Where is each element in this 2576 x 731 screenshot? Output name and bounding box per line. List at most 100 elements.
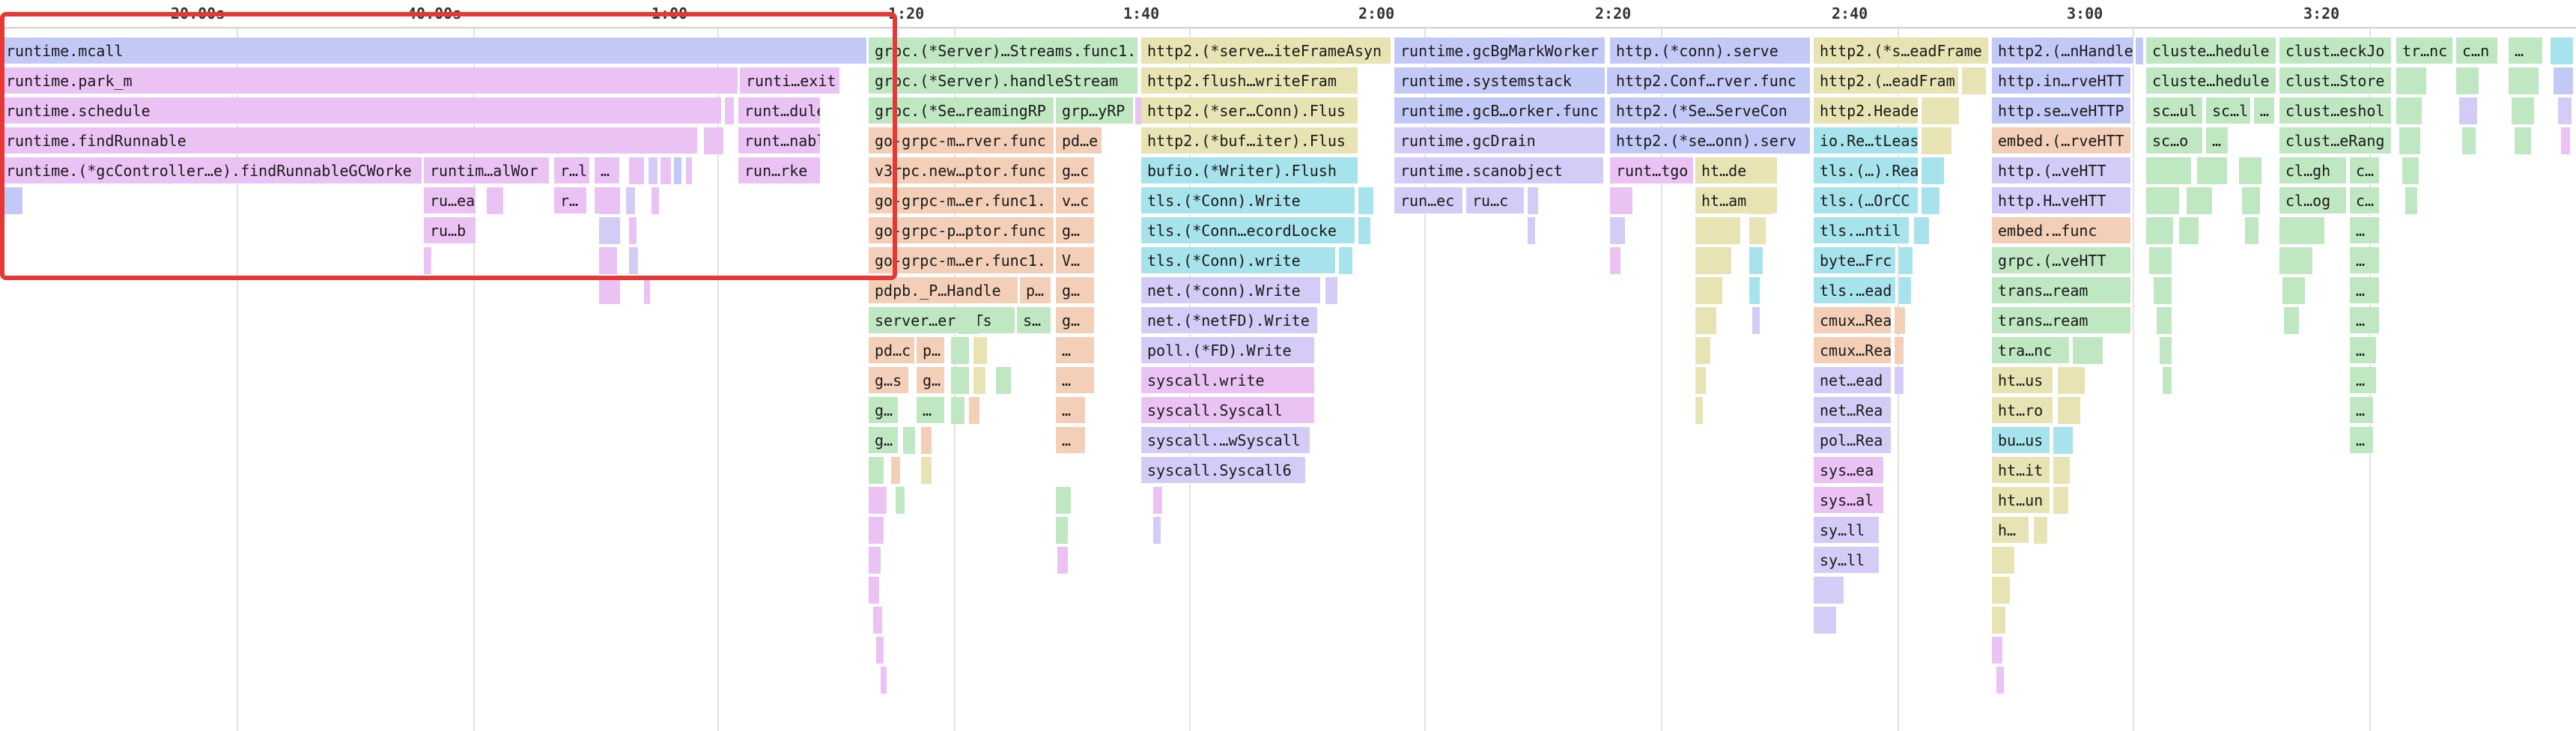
flame-frame[interactable]: h… — [1992, 517, 2029, 544]
flame-frame[interactable]: p… — [1020, 277, 1051, 304]
flame-sliver[interactable] — [1992, 607, 2005, 634]
flame-frame[interactable]: c… — [2350, 187, 2380, 214]
flame-frame[interactable]: runtime.mcall — [0, 37, 867, 64]
flame-sliver[interactable] — [2053, 427, 2073, 454]
flame-frame[interactable]: runtime.gcBgMarkWorker — [1394, 37, 1606, 64]
flame-sliver[interactable] — [1814, 607, 1836, 634]
flame-sliver[interactable] — [1153, 517, 1161, 544]
flame-frame[interactable]: http2.Heade — [1814, 97, 1919, 124]
flame-sliver[interactable] — [686, 157, 692, 184]
flame-frame[interactable]: byte…Frc — [1814, 247, 1896, 274]
flame-frame[interactable]: … — [2350, 397, 2374, 424]
flame-sliver[interactable] — [2551, 37, 2573, 64]
flame-frame[interactable]: runtime.park_m — [0, 67, 738, 94]
flame-sliver[interactable] — [1914, 217, 1929, 244]
flame-frame[interactable]: grpc.(*Server).handleStream — [869, 67, 1138, 94]
flame-sliver[interactable] — [869, 517, 884, 544]
flame-frame[interactable]: … — [2350, 277, 2380, 304]
flame-sliver[interactable] — [2136, 37, 2143, 64]
flame-sliver[interactable] — [599, 187, 620, 214]
flame-frame[interactable]: tls.…ntil — [1814, 217, 1910, 244]
flame-frame[interactable]: … — [2509, 37, 2543, 64]
flame-sliver[interactable] — [2396, 97, 2422, 124]
flame-frame[interactable]: run…rke — [738, 157, 821, 184]
flame-frame[interactable]: http2.flush…writeFram — [1141, 67, 1358, 94]
flame-sliver[interactable] — [599, 277, 620, 304]
flame-frame[interactable]: r…l — [554, 157, 590, 184]
flame-frame[interactable]: net…ead — [1814, 367, 1892, 394]
flame-sliver[interactable] — [651, 187, 659, 214]
flame-sliver[interactable] — [1056, 517, 1068, 544]
flame-sliver[interactable] — [1899, 277, 1911, 304]
flame-frame[interactable]: ru…c — [1466, 187, 1525, 214]
flame-frame[interactable]: ht…de — [1695, 157, 1778, 184]
flame-frame[interactable]: v…c — [1056, 187, 1095, 214]
flame-frame[interactable]: net…Rea — [1814, 397, 1892, 424]
flame-sliver[interactable] — [629, 247, 638, 274]
flame-sliver[interactable] — [1057, 547, 1068, 574]
flame-frame[interactable]: … — [917, 397, 945, 424]
flame-frame[interactable]: … — [1056, 427, 1086, 454]
flame-frame[interactable]: net.(*netFD).Write — [1141, 307, 1318, 334]
flame-frame[interactable]: bu…us — [1992, 427, 2050, 454]
flame-frame[interactable]: pd…e — [1056, 127, 1102, 154]
flame-frame[interactable]: http2.Conf…rver.func — [1610, 67, 1811, 94]
flame-sliver[interactable] — [599, 217, 620, 244]
flame-frame[interactable]: g…s — [869, 367, 909, 394]
flame-sliver[interactable] — [876, 637, 884, 664]
flame-sliver[interactable] — [2034, 517, 2047, 544]
flame-frame[interactable]: … — [2254, 97, 2275, 124]
flame-frame[interactable]: tls.(…).Rea — [1814, 157, 1919, 184]
flame-sliver[interactable] — [1922, 187, 1939, 214]
flame-sliver[interactable] — [2149, 247, 2172, 274]
flame-frame[interactable]: http2.(*buf…iter).Flus — [1141, 127, 1358, 154]
flame-frame[interactable]: pol…Rea — [1814, 427, 1892, 454]
flame-frame[interactable]: tra…nc — [1992, 337, 2070, 364]
flame-frame[interactable]: bufio.(*Writer).Flush — [1141, 157, 1358, 184]
flame-frame[interactable]: http.se…veHTTP — [1992, 97, 2131, 124]
flame-frame[interactable]: ht…un — [1992, 487, 2050, 514]
flame-frame[interactable]: c…n — [2456, 37, 2498, 64]
flame-sliver[interactable] — [2405, 187, 2417, 214]
flame-sliver[interactable] — [973, 337, 987, 364]
flame-frame[interactable]: syscall.Syscall6 — [1141, 457, 1306, 484]
flame-sliver[interactable] — [725, 97, 734, 124]
flame-frame[interactable]: … — [2350, 217, 2380, 244]
flame-sliver[interactable] — [1528, 187, 1538, 214]
flame-frame[interactable]: g… — [869, 397, 899, 424]
flame-sliver[interactable] — [2053, 457, 2070, 484]
flame-sliver[interactable] — [1339, 247, 1352, 274]
flame-sliver[interactable] — [1695, 217, 1740, 244]
flame-frame[interactable]: embed.(…rveHTT — [1992, 127, 2131, 154]
flame-sliver[interactable] — [2456, 67, 2479, 94]
flame-sliver[interactable] — [2157, 307, 2172, 334]
flame-sliver[interactable] — [1695, 247, 1731, 274]
flame-sliver[interactable] — [2512, 97, 2534, 124]
flame-sliver[interactable] — [2515, 127, 2531, 154]
flame-frame[interactable]: http2.(*ser…Conn).Flus — [1141, 97, 1358, 124]
flame-sliver[interactable] — [629, 157, 644, 184]
flame-sliver[interactable] — [2399, 127, 2420, 154]
flame-sliver[interactable] — [2239, 157, 2261, 184]
flame-sliver[interactable] — [869, 457, 884, 484]
flame-frame[interactable]: embed.…func — [1992, 217, 2131, 244]
flame-sliver[interactable] — [2284, 307, 2299, 334]
flame-sliver[interactable] — [969, 397, 979, 424]
flame-sliver[interactable] — [1695, 367, 1706, 394]
flame-frame[interactable]: … — [2350, 247, 2380, 274]
flame-frame[interactable]: … — [1056, 337, 1095, 364]
flame-sliver[interactable] — [2058, 397, 2080, 424]
flame-frame[interactable]: server…er).Ts — [869, 307, 1015, 334]
flame-frame[interactable]: http2.(…nHandle — [1992, 37, 2134, 64]
flame-sliver[interactable] — [1610, 187, 1632, 214]
flame-sliver[interactable] — [951, 367, 969, 394]
flame-frame[interactable]: … — [2350, 367, 2377, 394]
flame-sliver[interactable] — [951, 397, 965, 424]
flame-sliver[interactable] — [2163, 367, 2172, 394]
flame-sliver[interactable] — [648, 157, 657, 184]
flame-sliver[interactable] — [2279, 217, 2324, 244]
flame-sliver[interactable] — [1610, 217, 1625, 244]
flame-sliver[interactable] — [629, 217, 637, 244]
flame-frame[interactable]: p… — [917, 337, 945, 364]
flame-frame[interactable]: http.(…veHTT — [1992, 157, 2131, 184]
